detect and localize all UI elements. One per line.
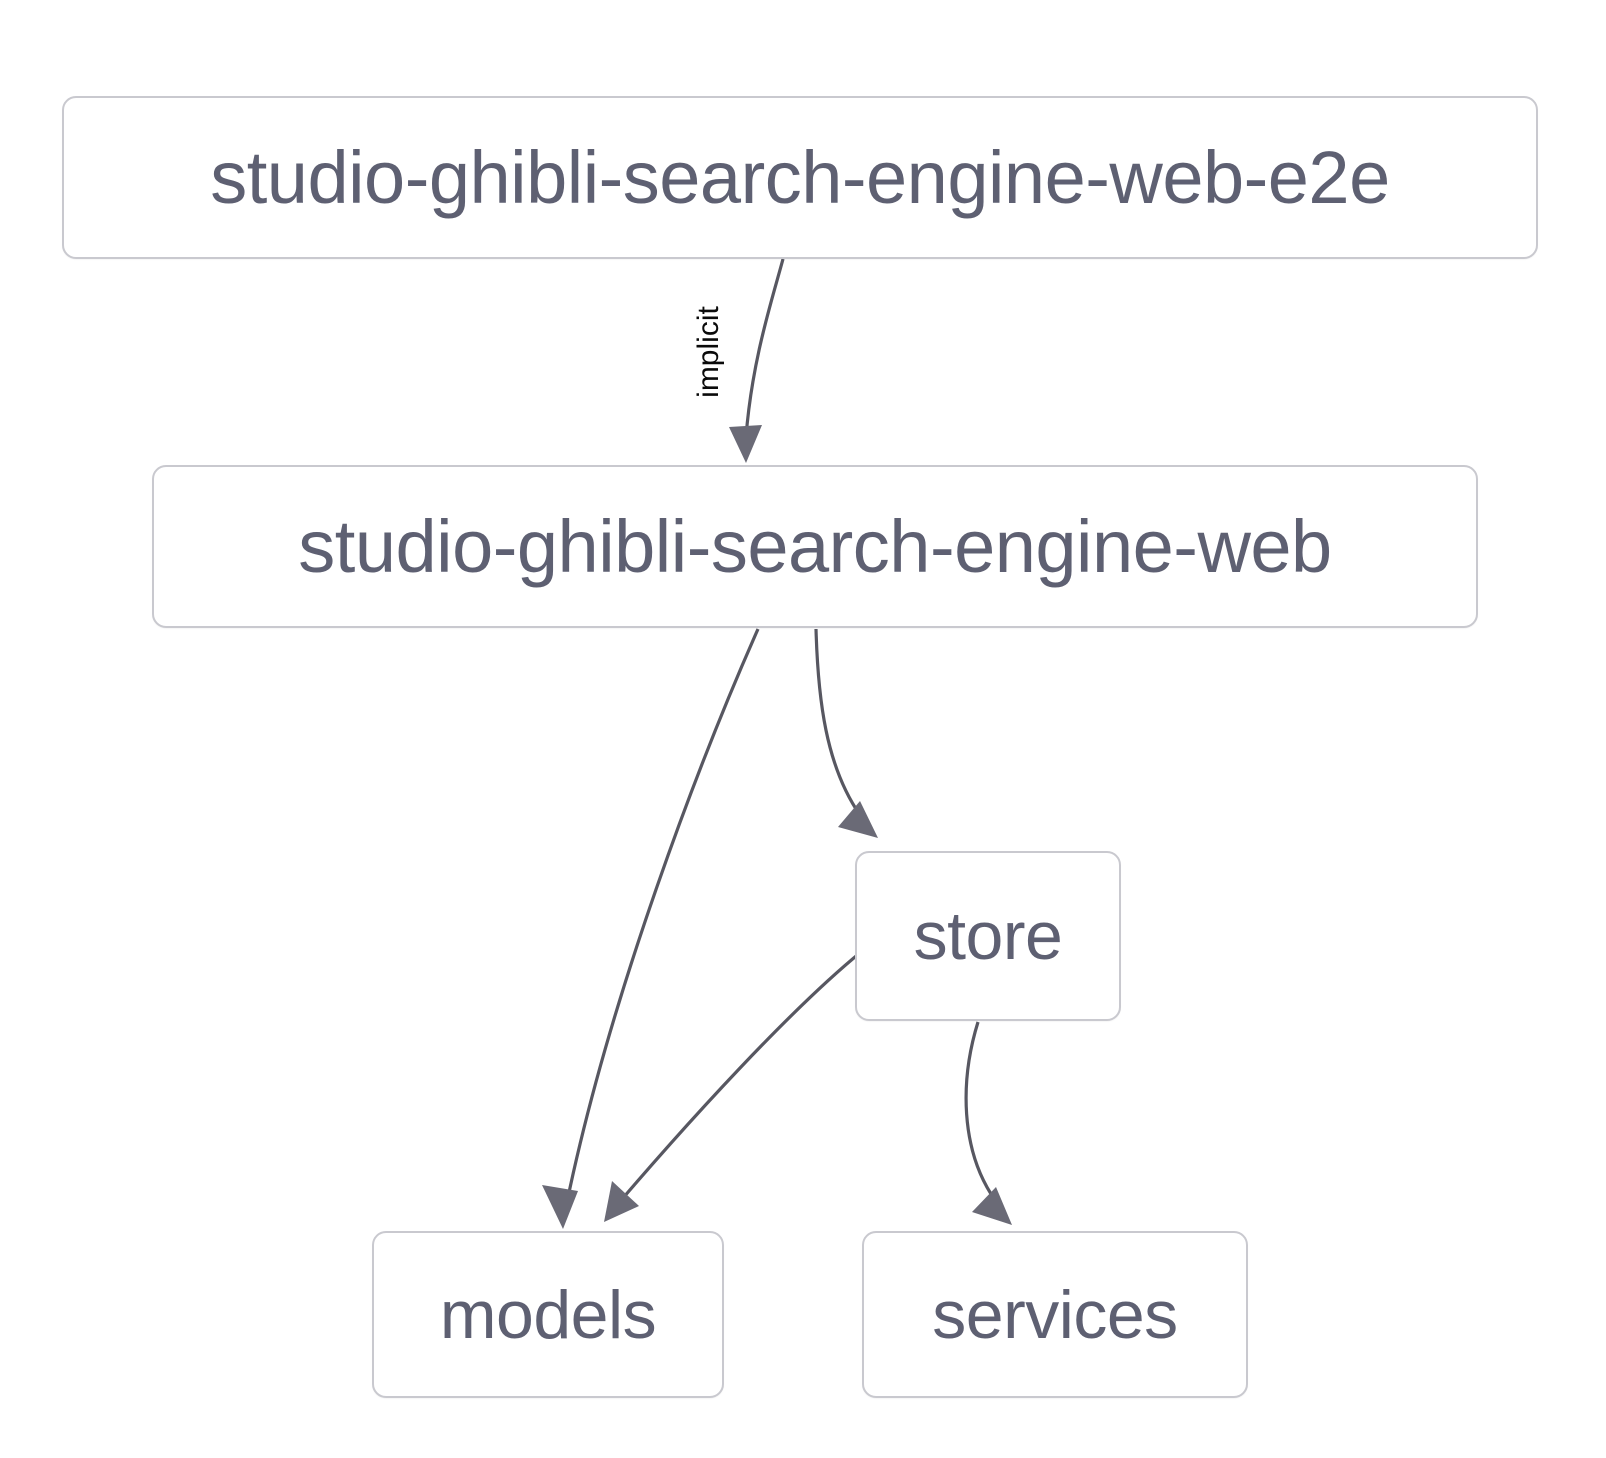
edge-e2e-to-web-path <box>744 258 785 438</box>
edge-web-to-store-path <box>814 628 862 816</box>
edge-web-to-models <box>542 628 760 1229</box>
graph-node-label: models <box>439 1276 657 1353</box>
edge-web-to-store-arrowhead <box>838 801 878 838</box>
edge-store-to-services-arrowhead <box>972 1187 1012 1225</box>
edge-store-to-models <box>604 950 863 1222</box>
edge-store-to-services-path <box>964 1021 997 1201</box>
edge-e2e-to-web: implicit <box>692 258 785 463</box>
graph-node-services[interactable]: services <box>862 1231 1248 1398</box>
edge-store-to-models-arrowhead <box>604 1181 639 1222</box>
graph-node-label: services <box>932 1276 1178 1353</box>
edge-store-to-services <box>964 1021 1012 1225</box>
edge-web-to-models-arrowhead <box>542 1185 578 1229</box>
graph-node-label: store <box>913 898 1063 974</box>
graph-node-store[interactable]: store <box>855 851 1121 1021</box>
edge-e2e-to-web-arrowhead <box>729 425 762 463</box>
edge-store-to-models-path <box>621 950 863 1200</box>
graph-node-studio-ghibli-search-engine-web[interactable]: studio-ghibli-search-engine-web <box>152 465 1478 628</box>
graph-node-studio-ghibli-search-engine-web-e2e[interactable]: studio-ghibli-search-engine-web-e2e <box>62 96 1538 259</box>
edge-label-implicit: implicit <box>692 306 725 398</box>
graph-node-models[interactable]: models <box>372 1231 724 1398</box>
graph-node-label: studio-ghibli-search-engine-web <box>298 504 1332 588</box>
graph-node-label: studio-ghibli-search-engine-web-e2e <box>210 135 1390 219</box>
edge-web-to-models-path <box>565 628 760 1203</box>
edge-web-to-store <box>814 628 878 838</box>
